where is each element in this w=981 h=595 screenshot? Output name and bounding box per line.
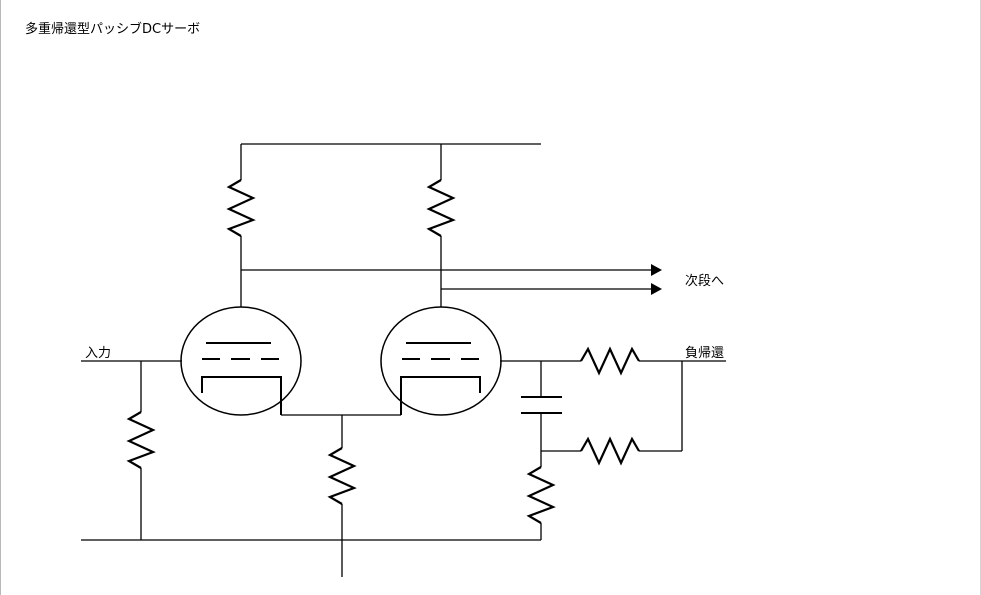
grid-leak-resistor bbox=[126, 411, 156, 469]
feedback-resistor-lower bbox=[580, 436, 640, 466]
feedback-resistor-upper bbox=[580, 346, 640, 376]
right-plate-resistor bbox=[426, 179, 456, 237]
left-tube-cathode bbox=[201, 376, 282, 415]
cathode-section bbox=[281, 414, 401, 577]
feedback-network: 負帰還 bbox=[500, 345, 726, 540]
left-tube-envelope bbox=[180, 306, 302, 416]
input-section: 入力 bbox=[81, 346, 182, 540]
shunt-resistor bbox=[526, 466, 556, 524]
cathode-resistor bbox=[327, 447, 357, 505]
left-triode bbox=[180, 306, 302, 416]
output-arrow-lower bbox=[651, 283, 662, 295]
left-plate-resistor bbox=[226, 179, 256, 237]
right-triode bbox=[380, 306, 502, 416]
negative-feedback-label: 負帰還 bbox=[685, 345, 724, 361]
outputs-to-next-stage: 次段へ bbox=[241, 264, 724, 295]
right-tube-envelope bbox=[380, 306, 502, 416]
output-arrow-upper bbox=[651, 264, 662, 276]
right-tube-cathode bbox=[400, 376, 481, 415]
diagram-title: 多重帰還型パッシブDCサーボ bbox=[25, 21, 200, 37]
next-stage-label: 次段へ bbox=[685, 273, 724, 289]
input-label: 入力 bbox=[85, 346, 111, 361]
